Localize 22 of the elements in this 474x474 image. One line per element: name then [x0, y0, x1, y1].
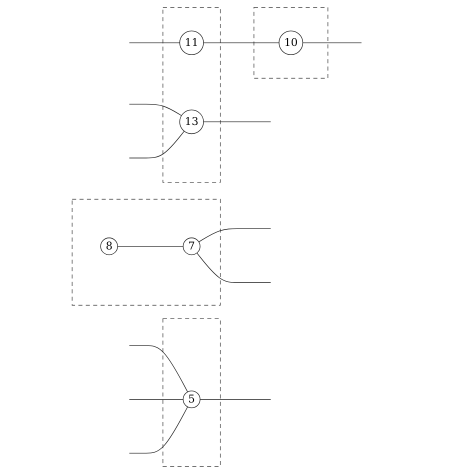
node-circle: 7: [182, 238, 200, 256]
node-circle: 5: [182, 390, 200, 408]
node-circle: 8: [100, 238, 118, 256]
cluster: [162, 318, 221, 467]
connector: [302, 42, 362, 44]
connector: [128, 399, 184, 400]
connector: [128, 42, 180, 44]
connector: [128, 406, 188, 454]
connector: [200, 399, 272, 400]
cluster: [162, 7, 221, 183]
connector: [198, 228, 272, 242]
connector: [128, 104, 182, 116]
connector: [117, 246, 184, 247]
node-circle: 10: [278, 30, 304, 56]
cluster: [72, 198, 221, 306]
cluster: [254, 7, 328, 79]
node-circle: 13: [179, 110, 204, 134]
connector: [203, 42, 280, 44]
connector: [128, 130, 185, 158]
connector: [196, 252, 272, 283]
connector: [128, 345, 188, 392]
node-circle: 11: [179, 30, 204, 56]
